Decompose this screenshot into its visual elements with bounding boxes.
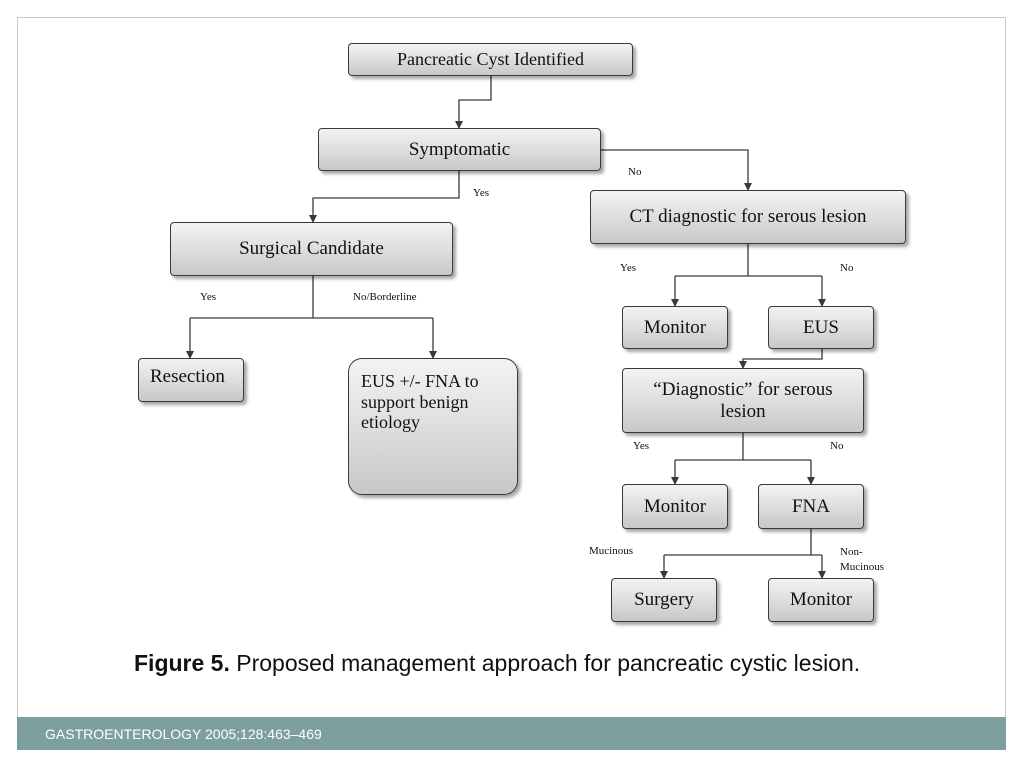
node-fna: FNA: [758, 484, 864, 529]
edge-diagnostic-split: [675, 433, 811, 461]
label-fna-mucinous: Mucinous: [589, 545, 633, 557]
node-ct-diagnostic: CT diagnostic for serous lesion: [590, 190, 906, 244]
figure-label: Figure 5.: [134, 650, 230, 676]
edge-symptomatic-ct: [601, 149, 752, 191]
node-monitor-diagnostic-yes: Monitor: [622, 484, 728, 529]
node-monitor-non-mucinous: Monitor: [768, 578, 874, 622]
label-symptomatic-yes: Yes: [473, 187, 490, 199]
figure-caption: Figure 5. Proposed management approach f…: [134, 649, 912, 679]
citation-footer: GASTROENTEROLOGY 2005;128:463–469: [17, 717, 1006, 750]
edge-fna-split: [664, 529, 822, 556]
edge-symptomatic-surgical: [309, 171, 460, 223]
figure-caption-text: Proposed management approach for pancrea…: [236, 650, 861, 676]
node-diagnostic-serous: “Diagnostic” for serous lesion: [622, 368, 864, 433]
label-ct-no: No: [840, 262, 854, 274]
node-eus: EUS: [768, 306, 874, 349]
edge-surgical-split: [190, 276, 433, 319]
label-ct-yes: Yes: [620, 262, 637, 274]
label-symptomatic-no: No: [628, 166, 642, 178]
label-fna-non-mucinous: Non-Mucinous: [840, 546, 884, 574]
label-diagnostic-yes: Yes: [633, 440, 650, 452]
node-resection: Resection: [138, 358, 244, 402]
edge-ct-split: [675, 244, 822, 277]
edge-eus-diagnostic: [739, 349, 823, 369]
node-eus-fna-support: EUS +/- FNA to support benign etiology: [348, 358, 518, 495]
citation-text: GASTROENTEROLOGY 2005;128:463–469: [45, 726, 322, 742]
edge-cyst-symptomatic: [455, 76, 492, 129]
node-surgical-candidate: Surgical Candidate: [170, 222, 453, 276]
label-surgical-no-borderline: No/Borderline: [353, 291, 417, 303]
node-monitor-ct-yes: Monitor: [622, 306, 728, 349]
node-pancreatic-cyst-identified: Pancreatic Cyst Identified: [348, 43, 633, 76]
label-diagnostic-no: No: [830, 440, 844, 452]
label-surgical-yes: Yes: [200, 291, 217, 303]
node-surgery: Surgery: [611, 578, 717, 622]
node-symptomatic: Symptomatic: [318, 128, 601, 171]
